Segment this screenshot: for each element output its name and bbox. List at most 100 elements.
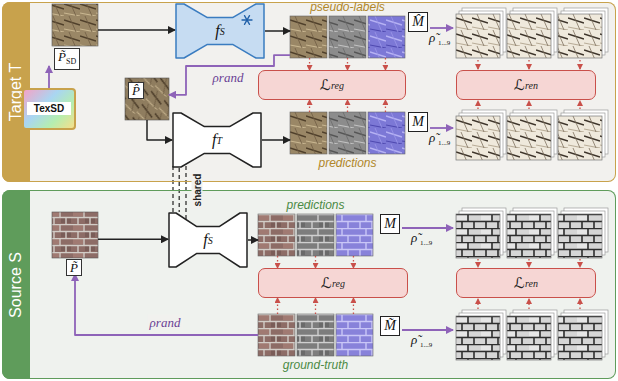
node-label: P̃ bbox=[70, 260, 78, 275]
dotted-arrow bbox=[477, 259, 478, 267]
dotted-arrow bbox=[528, 299, 529, 309]
rendering-stack bbox=[456, 310, 608, 360]
node-label: T bbox=[216, 135, 222, 146]
node-text: fT bbox=[172, 112, 262, 168]
connector bbox=[48, 66, 50, 88]
material-box: M bbox=[408, 112, 428, 132]
snowflake-icon bbox=[242, 16, 252, 25]
network: fS bbox=[168, 212, 248, 268]
map-stack: ground-truth bbox=[258, 314, 373, 356]
node-label: ℒ bbox=[320, 76, 331, 94]
node-label: Source S bbox=[7, 252, 24, 318]
dotted-arrow bbox=[579, 259, 580, 267]
dotted-arrow bbox=[477, 299, 478, 309]
connector bbox=[353, 256, 354, 268]
dotted-arrow bbox=[579, 299, 580, 309]
shared-lines bbox=[173, 166, 186, 220]
node-text: ground-truth bbox=[248, 358, 383, 372]
node-label: M bbox=[384, 216, 396, 232]
connector bbox=[315, 256, 316, 268]
node-label: ℒ bbox=[321, 274, 332, 292]
node-label: ren bbox=[525, 80, 538, 91]
dashed-line bbox=[172, 166, 173, 220]
map-images bbox=[258, 214, 373, 256]
node-label: P̃ bbox=[58, 49, 66, 64]
node-label: M̂ bbox=[412, 14, 424, 30]
arrow-label: 1...9 bbox=[420, 341, 432, 349]
node-text: ℒreg bbox=[259, 269, 407, 297]
node-label: ren bbox=[525, 278, 538, 289]
node-text: M bbox=[381, 215, 399, 233]
render-arrow bbox=[402, 227, 453, 229]
target-ground bbox=[2, 2, 616, 182]
material-box: M̂ bbox=[408, 12, 428, 32]
node-text: predictions bbox=[248, 198, 383, 212]
node-label: M̃ bbox=[384, 318, 396, 334]
connector bbox=[277, 256, 278, 268]
connector bbox=[248, 239, 258, 241]
node-label: SD bbox=[66, 57, 76, 66]
texture-image bbox=[125, 78, 169, 120]
node-label: pseudo-labels bbox=[310, 0, 385, 14]
node-text: pseudo-labels bbox=[280, 0, 415, 14]
source-ground bbox=[2, 190, 616, 379]
dotted-arrow bbox=[579, 60, 580, 69]
connector bbox=[75, 274, 258, 335]
map-stack: predictions bbox=[258, 214, 373, 256]
render-arrow bbox=[430, 27, 453, 29]
node-label: f bbox=[212, 131, 216, 149]
render-arrows bbox=[402, 28, 453, 330]
input-image: P̃ bbox=[52, 212, 98, 274]
domain-panel: Source SP̃fSpredictionsMℒregℒrenground-t… bbox=[2, 190, 616, 379]
node-text: P̂ bbox=[128, 82, 144, 99]
connector bbox=[277, 298, 278, 314]
node-label: predictions bbox=[286, 198, 344, 212]
dataset-box: TexSD bbox=[22, 88, 76, 130]
node-text: M̂ bbox=[409, 13, 427, 31]
dotted-arrow bbox=[477, 101, 478, 109]
node-text: M̃ bbox=[381, 317, 399, 335]
arrow-label: 1...9 bbox=[438, 39, 450, 47]
material-box: M bbox=[380, 214, 400, 234]
node-label: reg bbox=[331, 80, 344, 91]
connector bbox=[309, 100, 310, 112]
map-images bbox=[290, 16, 405, 58]
source-strip bbox=[2, 190, 30, 379]
node-text: M bbox=[409, 113, 427, 131]
node-label: TexSD bbox=[34, 103, 64, 114]
node-label: S bbox=[208, 235, 213, 246]
connector bbox=[385, 58, 386, 70]
connector bbox=[385, 100, 386, 112]
render-arrow bbox=[430, 127, 453, 129]
node-label: M bbox=[412, 114, 424, 130]
node-label: ℒ bbox=[514, 274, 525, 292]
node-text: P̃SD bbox=[54, 48, 80, 70]
node-text: ℒren bbox=[457, 71, 595, 99]
node-text: ℒreg bbox=[259, 71, 405, 99]
connector bbox=[309, 58, 310, 70]
dotted-arrow bbox=[528, 101, 529, 109]
frozen-network: fS bbox=[175, 3, 265, 59]
node-label: predictions bbox=[318, 156, 376, 170]
input-image: P̂ bbox=[125, 78, 169, 120]
rendering-stack bbox=[456, 110, 608, 160]
node-text: predictions bbox=[280, 156, 415, 170]
arrow-label: ρ̃ bbox=[429, 31, 435, 45]
render-arrow bbox=[402, 329, 453, 331]
node-text: fS bbox=[175, 3, 265, 59]
dotted-arrow bbox=[579, 101, 580, 109]
arrow-label: ρ̃ bbox=[411, 333, 417, 347]
arrow-label: 1...9 bbox=[438, 139, 450, 147]
map-images bbox=[258, 314, 373, 356]
arrow-label: ρ̃ bbox=[429, 131, 435, 145]
network-outline bbox=[176, 4, 264, 58]
node-text: P̃ bbox=[66, 259, 82, 276]
dotted-arrow bbox=[477, 60, 478, 69]
material-box: M̃ bbox=[380, 316, 400, 336]
loss-box: ℒren bbox=[456, 70, 596, 100]
domain-panel: Target TTexSDP̃SDfSpseudo-labelsM̂ℒregℒr… bbox=[2, 2, 616, 182]
texture-image bbox=[52, 212, 98, 258]
connector bbox=[347, 100, 348, 112]
